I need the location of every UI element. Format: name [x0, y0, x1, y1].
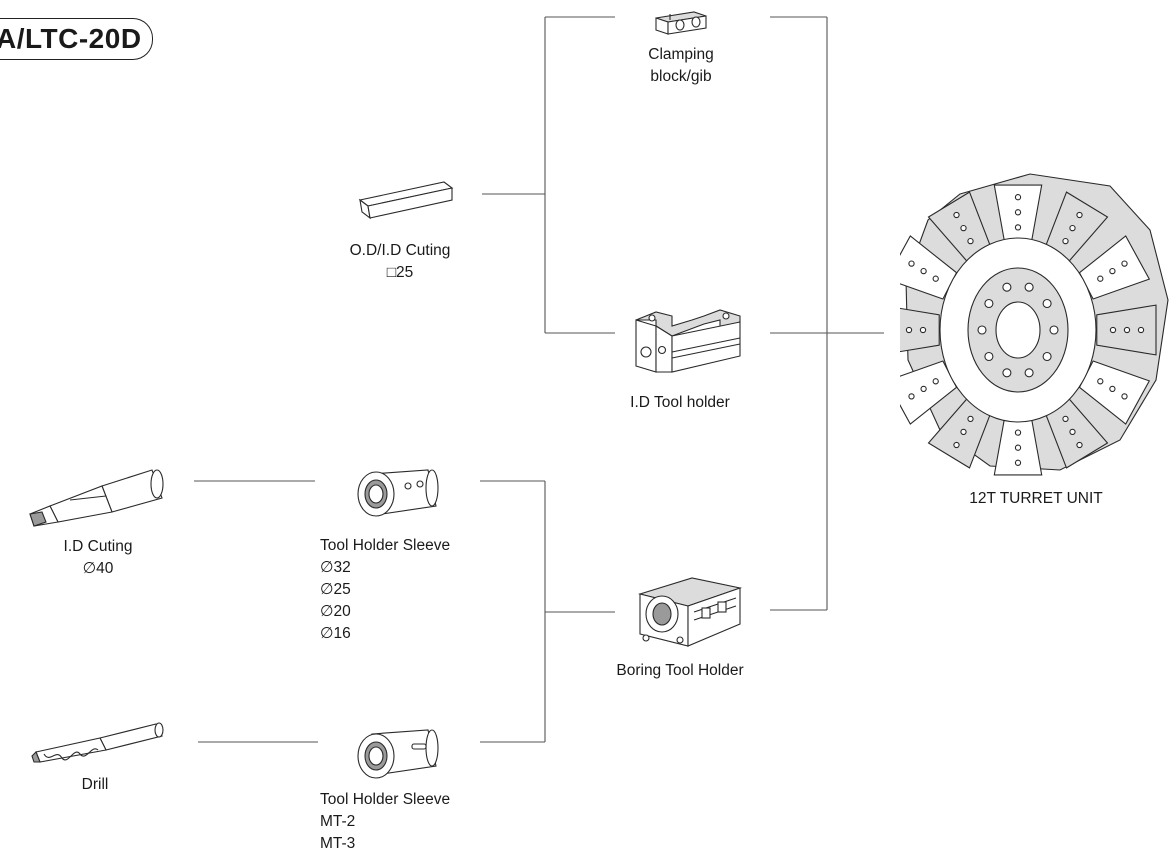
turret-station-hole — [1069, 428, 1076, 436]
od-id-cutting-tool-illustration — [358, 181, 454, 220]
boring-tool-holder-illustration — [637, 577, 743, 647]
sleeve-size-item: ∅32 — [320, 559, 351, 576]
turret-station-block — [900, 307, 940, 353]
turret-station-hole — [967, 415, 974, 423]
turret-unit-illustration — [900, 173, 1169, 476]
turret-bolt-hole — [1049, 325, 1059, 335]
turret-station-hole — [1123, 326, 1131, 334]
turret-station-hole — [1014, 444, 1022, 451]
tool-holder-sleeve-a-label: Tool Holder Sleeve ∅32 ∅25 ∅20 ∅16 — [320, 535, 450, 645]
turret-station-hole — [1109, 385, 1116, 393]
turret-station-hole — [960, 224, 967, 232]
turret-bolt-holes — [977, 282, 1059, 378]
turret-station-hole — [1014, 429, 1022, 436]
id-cutting-bar-illustration — [29, 469, 164, 527]
turret-station-hole — [1014, 194, 1022, 201]
turret-station-hole — [932, 378, 939, 385]
turret-bolt-hole — [1024, 282, 1034, 292]
turret-station-hole — [953, 441, 960, 449]
clamping-block-label: Clamping block/gib — [636, 44, 726, 88]
od-id-cutting-label-line2: □25 — [386, 264, 414, 281]
turret-station-hole — [1062, 237, 1069, 245]
sleeve-size-item: MT-2 — [320, 813, 356, 830]
id-cutting-label-line1: I.D Cuting — [63, 538, 133, 555]
turret-station-hole — [919, 326, 927, 334]
turret-station-hole — [905, 326, 913, 334]
turret-station-hole — [1097, 378, 1104, 385]
turret-station-hole — [1014, 209, 1022, 216]
turret-station-hole — [920, 267, 927, 275]
od-id-cutting-label: O.D/I.D Cuting □25 — [330, 240, 470, 284]
boring-tool-holder-label: Boring Tool Holder — [616, 662, 744, 679]
od-id-cutting-label-line1: O.D/I.D Cuting — [349, 242, 451, 259]
turret-station-blocks — [900, 184, 1157, 476]
drill-label: Drill — [81, 776, 109, 793]
id-cutting-label-line2: ∅40 — [82, 560, 114, 577]
turret-station-hole — [1014, 224, 1022, 231]
model-title-badge: A/LTC-20D — [0, 18, 153, 60]
turret-bolt-hole — [1002, 282, 1012, 292]
turret-bolt-hole — [1042, 351, 1052, 362]
turret-label: 12T TURRET UNIT — [969, 490, 1103, 507]
turret-station-hole — [960, 428, 967, 436]
turret-station-hole — [932, 275, 939, 282]
turret-station-hole — [953, 211, 960, 219]
tool-holder-sleeve-a-sizes: ∅32 ∅25 ∅20 ∅16 — [320, 557, 450, 645]
clamping-block-label-line2: block/gib — [650, 68, 712, 85]
turret-station-hole — [1076, 441, 1083, 449]
turret-station-hole — [1097, 275, 1104, 282]
clamping-block-illustration — [655, 11, 707, 35]
turret-station-hole — [1014, 459, 1022, 466]
tool-holder-sleeve-mt-illustration — [357, 729, 439, 779]
clamping-block-label-line1: Clamping — [648, 46, 714, 63]
turret-station-hole — [908, 393, 915, 400]
sleeve-size-item: ∅20 — [320, 603, 351, 620]
turret-bolt-hole — [1042, 298, 1052, 309]
turret-bolt-hole — [1024, 368, 1034, 378]
tool-holder-sleeve-a-title: Tool Holder Sleeve — [320, 537, 451, 554]
turret-station-hole — [1121, 260, 1128, 267]
turret-station-hole — [1076, 211, 1083, 219]
tool-holder-sleeve-illustration — [357, 469, 439, 517]
turret-station-hole — [1109, 326, 1117, 334]
id-tool-holder-label: I.D Tool holder — [630, 394, 730, 411]
turret-bolt-hole — [977, 325, 987, 335]
turret-station-hole — [1109, 267, 1116, 275]
turret-bolt-hole — [984, 351, 994, 362]
turret-station-hole — [1062, 415, 1069, 423]
id-tool-holder-illustration — [635, 309, 741, 373]
turret-station-hole — [967, 237, 974, 245]
turret-station-hole — [1137, 326, 1145, 334]
turret-bolt-hole — [984, 298, 994, 309]
turret-bolt-hole — [1002, 368, 1012, 378]
drill-illustration — [31, 722, 164, 763]
sleeve-size-item: ∅25 — [320, 581, 351, 598]
turret-station-hole — [1069, 224, 1076, 232]
sleeve-size-item: MT-3 — [320, 835, 356, 852]
id-cutting-label: I.D Cuting ∅40 — [18, 536, 178, 580]
turret-station-hole — [908, 260, 915, 267]
tool-holder-sleeve-b-title: Tool Holder Sleeve — [320, 791, 451, 808]
turret-station-hole — [920, 385, 927, 393]
turret-station-hole — [1121, 393, 1128, 400]
sleeve-size-item: ∅16 — [320, 625, 351, 642]
